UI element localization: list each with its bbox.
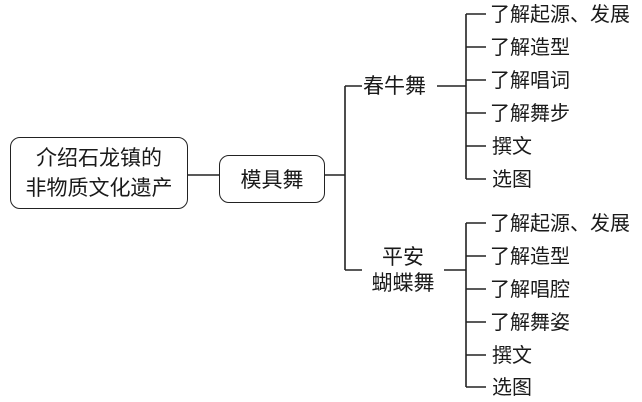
leaf-2-2: 了解造型 xyxy=(490,244,570,268)
leaf-2-5: 撰文 xyxy=(492,343,532,367)
root-node: 介绍石龙镇的 非物质文化遗产 xyxy=(10,137,188,209)
root-line-1: 介绍石龙镇的 xyxy=(36,146,162,170)
leaf-2-3: 了解唱腔 xyxy=(490,277,570,301)
branch-2-label: 春牛舞 平安 蝴蝶舞 xyxy=(362,244,444,296)
leaf-2-6: 选图 xyxy=(492,375,532,399)
leaf-2-4: 了解舞姿 xyxy=(490,310,570,334)
leaf-1-2: 了解造型 xyxy=(490,35,570,59)
leaf-2-1: 了解起源、发展 xyxy=(490,211,630,235)
leaf-1-1: 了解起源、发展 xyxy=(490,2,630,26)
branch-1-label: 春牛舞 xyxy=(363,74,426,98)
branch-2-label-line-1: 平安 xyxy=(382,245,424,269)
leaf-1-6: 选图 xyxy=(492,167,532,191)
leaf-1-4: 了解舞步 xyxy=(490,101,570,125)
leaf-1-5: 撰文 xyxy=(492,134,532,158)
middle-node: 模具舞 xyxy=(219,155,325,203)
root-line-2: 非物质文化遗产 xyxy=(25,176,173,200)
leaf-1-3: 了解唱词 xyxy=(490,68,570,92)
middle-label: 模具舞 xyxy=(240,168,304,192)
branch-2-label-line-2: 蝴蝶舞 xyxy=(371,271,435,295)
